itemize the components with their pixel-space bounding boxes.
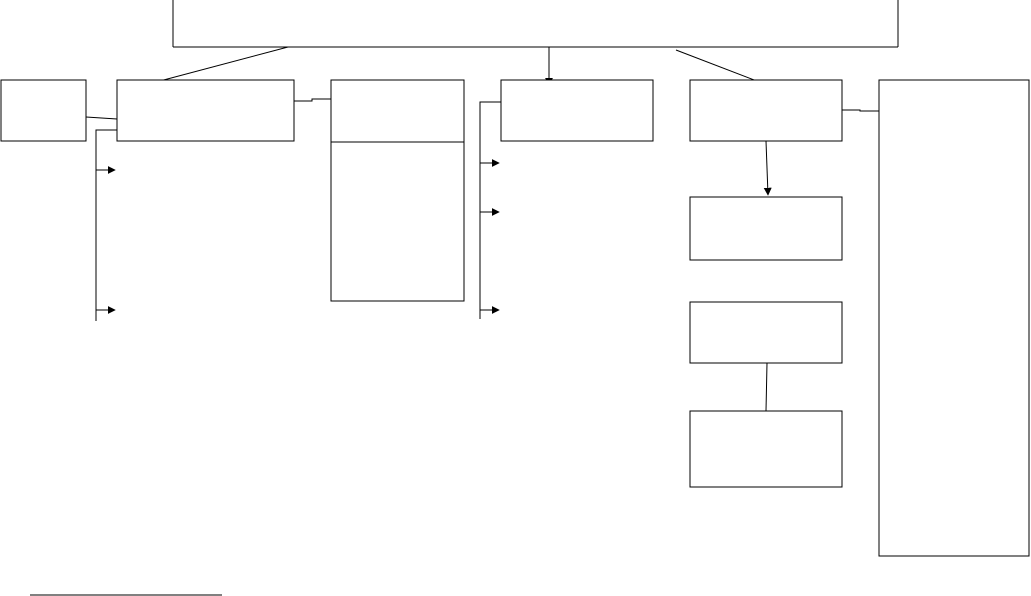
box-fifth (689, 79, 843, 142)
box-tall-right (878, 79, 1030, 557)
top-bracket (172, 0, 899, 48)
connector-box-fifth-to-box-tall-right (842, 109, 879, 112)
box-fifth-child-2 (689, 301, 843, 364)
connector-box-small-left-to-box-second (85, 116, 118, 120)
box-third-header (330, 79, 465, 143)
left-branch (95, 129, 117, 321)
middle-branch (479, 101, 501, 319)
arrow-box-fifth-to-child-1 (763, 140, 772, 196)
box-fifth-child-1 (689, 196, 843, 261)
connector-box-second-to-box-third (294, 98, 331, 102)
connector-child-2-to-child-3 (765, 362, 768, 412)
box-fourth (500, 79, 654, 142)
box-fifth-child-3 (689, 410, 843, 488)
box-small-left (0, 79, 87, 142)
box-second (116, 79, 295, 142)
box-third-body (330, 141, 465, 302)
